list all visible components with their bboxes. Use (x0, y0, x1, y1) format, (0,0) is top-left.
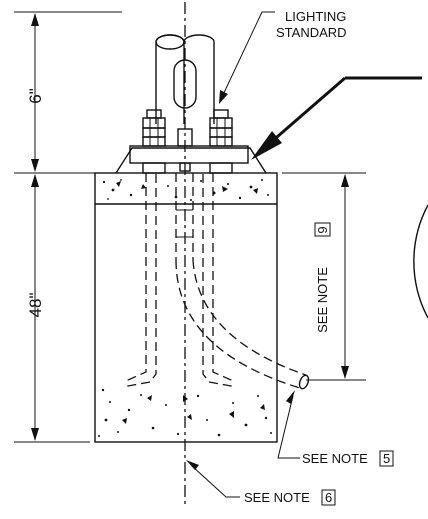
dim-6in-label: 6" (26, 88, 45, 104)
dim-arrow-icon (341, 366, 349, 379)
note-6-number: 6 (325, 490, 332, 505)
note-5-number: 5 (383, 451, 390, 466)
handhole (173, 59, 197, 109)
see-note-5-callout: SEE NOTE 5 (277, 390, 394, 467)
see-note-6-callout: SEE NOTE 6 (186, 460, 336, 506)
anchor-bolts (127, 173, 232, 387)
detail-callout-circle (413, 204, 428, 319)
leader-arrow-icon (186, 460, 199, 470)
dim-arrow-icon (31, 159, 39, 172)
see-note-6-label: SEE NOTE (244, 490, 310, 505)
lighting-standard-callout: LIGHTING STANDARD (219, 9, 347, 104)
lighting-pole (155, 34, 215, 124)
note-9-box (314, 222, 331, 237)
see-note-9-label: SEE NOTE (315, 267, 330, 333)
dim-arrow-icon (31, 174, 39, 187)
note-5-box (379, 450, 394, 467)
leader-arrow-icon (251, 131, 282, 160)
dim-arrow-icon (31, 428, 39, 441)
lighting-standard-line1: LIGHTING (285, 9, 346, 24)
dim-48in-label: 48" (26, 293, 45, 318)
note-6-box (321, 489, 336, 506)
leader-arrow-icon (219, 90, 228, 104)
base-plate-assembly (129, 109, 249, 174)
left-dimension: 6" 48" (14, 11, 122, 443)
see-note-5-label: SEE NOTE (302, 451, 368, 466)
lighting-standard-line2: STANDARD (276, 25, 347, 40)
note-9-number: 9 (315, 226, 330, 233)
callout-leader (251, 76, 422, 160)
concrete-foundation (94, 147, 278, 443)
dim-arrow-icon (341, 174, 349, 187)
dim-arrow-icon (31, 13, 39, 26)
concrete-aggregate (98, 179, 272, 437)
leader-arrow-icon (286, 390, 295, 404)
right-dimension: SEE NOTE 9 (282, 172, 366, 381)
conduit-sweep (175, 259, 310, 390)
